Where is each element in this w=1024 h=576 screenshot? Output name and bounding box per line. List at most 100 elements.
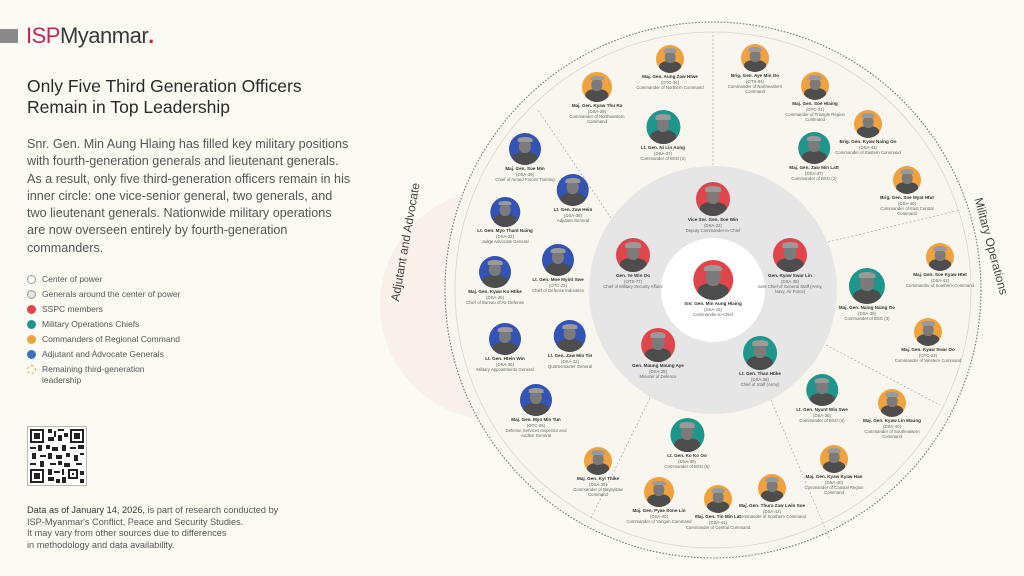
person-card[interactable]: Vice Snr. Gen. Soe Win(DSA-22)Deputy Com… [678, 182, 748, 233]
person-name: Maj. Gen. Kyaw Kyaw Han [805, 474, 863, 479]
person-role: Commander of Northern Command [636, 84, 704, 90]
person-card[interactable]: Maj. Gen. Thura Zaw Lwin Soe(DSA-42)Comm… [737, 474, 807, 519]
person-card[interactable]: Gen. Ye Win Oo(OTS-77)Chief of Military … [598, 238, 668, 289]
portrait-avatar [645, 110, 680, 144]
portrait-avatar [556, 174, 589, 206]
person-code: (DSA-39) [516, 171, 534, 177]
person-name: Vice Snr. Gen. Soe Win [687, 217, 739, 222]
person-code: (DSA-22) [704, 222, 722, 228]
person-name: Gen. Maung Maung Aye [632, 363, 684, 368]
person-code: (DSA-35) [858, 310, 876, 316]
legend-item-adjutant: Adjutant and Advocate Generals [27, 349, 180, 364]
person-card[interactable]: Maj. Gen. Soe Kyaw Htet(DSA-41)Commander… [905, 243, 975, 288]
person-card[interactable]: Snr. Gen. Min Aung Hlaing(DSA-15)Command… [684, 260, 742, 317]
legend: Center of power Generals around the cent… [27, 274, 180, 388]
person-card[interactable]: Lt. Gen. Than Htike(DSA-38)Chief of Staf… [739, 336, 781, 387]
person-card[interactable]: Brig. Gen. Aye Min Oo(OTS-94)Commander o… [720, 44, 790, 94]
person-name: Lt. Gen. Than Htike [739, 371, 781, 376]
legend-dot-gray-icon [27, 290, 36, 299]
person-card[interactable]: Lt. Gen. Zaw Min Tin(DSA-32)Quartermaste… [548, 320, 592, 369]
person-name: Maj. Gen. Naing Naing Oo [838, 305, 896, 310]
portrait-avatar [692, 260, 733, 300]
portrait-avatar [669, 418, 704, 452]
legend-item-center: Center of power [27, 274, 180, 289]
person-role: Commander-in-Chief [693, 311, 733, 317]
person-card[interactable]: Maj. Gen. Naing Naing Oo(DSA-35)Commande… [839, 268, 895, 321]
person-name: Lt. Gen. Moe Myint Swe [532, 277, 584, 282]
person-name: Lt. Gen. Htein Win [485, 356, 525, 361]
portrait-avatar [742, 336, 777, 370]
person-card[interactable]: Maj. Gen. Kyaw Kyaw Han(DSA-40)Commander… [799, 445, 869, 495]
person-name: Maj. Gen. Zaw Min Latt [789, 165, 839, 170]
person-role: Chief of Armed Forces Training [495, 176, 555, 182]
person-code: (DSA-41) [709, 519, 727, 525]
person-code: (DSA-38) [751, 376, 769, 382]
person-code: (DSA-37) [805, 170, 823, 176]
logo-isp: ISP [26, 23, 60, 48]
person-card[interactable]: Maj. Gen. Kyaw Swar Oo(OTC-22)Commander … [893, 318, 963, 363]
person-card[interactable]: Lt. Gen. Ni Lin Aung(DSA-37)Commander of… [640, 110, 686, 161]
person-role: Commander of BSO (5) [664, 463, 710, 469]
legend-dot-red-icon [27, 305, 36, 314]
person-role: Commander of Coastal Region Command [804, 484, 864, 495]
portrait-avatar [797, 132, 830, 164]
qr-code[interactable] [27, 426, 87, 486]
person-card[interactable]: Maj. Gen. Soe Hlaing(OTC-21)Commander of… [780, 72, 850, 122]
person-card[interactable]: Maj. Gen. Aung Zaw Htwe(OTC-34)Commander… [635, 45, 705, 90]
page-title: Only Five Third Generation Officers Rema… [27, 76, 347, 118]
person-card[interactable]: Maj. Gen. Soe Min(DSA-39)Chief of Armed … [490, 133, 560, 182]
person-code: (DSA-15) [704, 306, 722, 312]
person-name: Lt. Gen. Ko Ko Oo [667, 453, 707, 458]
person-name: Maj. Gen. Myo Min Tun [511, 417, 561, 422]
person-card[interactable]: Lt. Gen. Moe Myint Swe(OTC-21)Chief of D… [523, 244, 593, 293]
portrait-avatar [640, 328, 675, 362]
person-card[interactable]: Gen. Maung Maung Aye(DSA-25)Minister of … [632, 328, 684, 379]
person-code: (DSA-39) [588, 108, 606, 114]
title-line-2: Remain in Top Leadership [27, 97, 231, 117]
person-card[interactable]: Gen. Kyaw Swar Lin(DSA-35)Joint Chief of… [755, 238, 825, 294]
person-card[interactable]: Brig. Gen. Kyaw Naing Oo(DSA-41)Commande… [833, 110, 903, 155]
person-card[interactable]: Lt. Gen. Zaw Hein(DSA-38)Adjutant Genera… [554, 174, 592, 223]
person-name: Brig. Gen. Aye Min Oo [730, 73, 780, 78]
person-role: Military Appointments General [476, 366, 534, 372]
person-name: Brig. Gen. Soe Myat Htut [880, 195, 934, 200]
portrait-avatar [489, 323, 521, 355]
person-name: Maj. Gen. Aung Zaw Htwe [642, 74, 698, 79]
person-card[interactable]: Maj. Gen. Pyae Sone Lin(DSA-40)Commander… [624, 477, 694, 524]
person-code: (DSA-36) [678, 458, 696, 464]
person-card[interactable]: Maj. Gen. Tin Min Lat(DSA-41)Commander o… [683, 485, 753, 530]
person-role: Adjutant General [556, 217, 590, 223]
portrait-avatar [584, 447, 612, 475]
portrait-avatar [489, 197, 520, 227]
person-card[interactable]: Lt. Gen. Htein Win(DSA-36)Military Appoi… [470, 323, 540, 372]
person-card[interactable]: Lt. Gen. Nyunt Win Swe(DSA-35)Commander … [796, 374, 848, 423]
person-card[interactable]: Maj. Gen. Kyi Thike(DSA-39)Commander of … [563, 447, 633, 497]
legend-dot-white-icon [27, 275, 36, 284]
portrait-avatar [926, 243, 954, 271]
person-name: Maj. Gen. Soe Kyaw Htet [913, 272, 967, 277]
person-code: (DSA-41) [931, 277, 949, 283]
person-card[interactable]: Maj. Gen. Kyaw Lin Maung(DSA-40)Commande… [857, 389, 927, 439]
person-name: Maj. Gen. Kyi Thike [576, 476, 620, 481]
person-name: Maj. Gen. Pyae Sone Lin [632, 508, 686, 513]
person-card[interactable]: Brig. Gen. Soe Myat Htut(DSA-40)Commande… [872, 166, 942, 216]
portrait-avatar [704, 485, 732, 513]
legend-item-operations: Military Operations Chiefs [27, 319, 180, 334]
person-card[interactable]: Maj. Gen. Kyaw Ko Htike(DSA-38)Chief of … [460, 256, 530, 305]
person-card[interactable]: Maj. Gen. Kyaw Thu Ra(DSA-39)Commander o… [562, 72, 632, 124]
legend-dot-blue-icon [27, 350, 36, 359]
person-role: Commander of East Central Command [880, 205, 934, 216]
person-role: Judge Advocate General [481, 238, 529, 244]
legend-dot-orange-icon [27, 335, 36, 344]
person-card[interactable]: Lt. Gen. Ko Ko Oo(DSA-36)Commander of BS… [664, 418, 710, 469]
portrait-avatar [696, 182, 730, 216]
person-card[interactable]: Lt. Gen. Myo Thant Naing(DSA-32)Judge Ad… [477, 197, 533, 244]
person-role: Chief of Defense Industries [532, 287, 584, 293]
person-code: (OTS-77) [624, 278, 642, 284]
person-code: (DSA-35) [813, 412, 831, 418]
person-card[interactable]: Maj. Gen. Zaw Min Latt(DSA-37)Commander … [789, 132, 839, 181]
person-card[interactable]: Maj. Gen. Myo Min Tun(OTC-25)Defense Ser… [501, 384, 571, 438]
person-code: (DSA-41) [859, 144, 877, 150]
person-role: Minister of Defence [639, 373, 677, 379]
person-role: Commander of Southeastern Command [864, 428, 920, 439]
